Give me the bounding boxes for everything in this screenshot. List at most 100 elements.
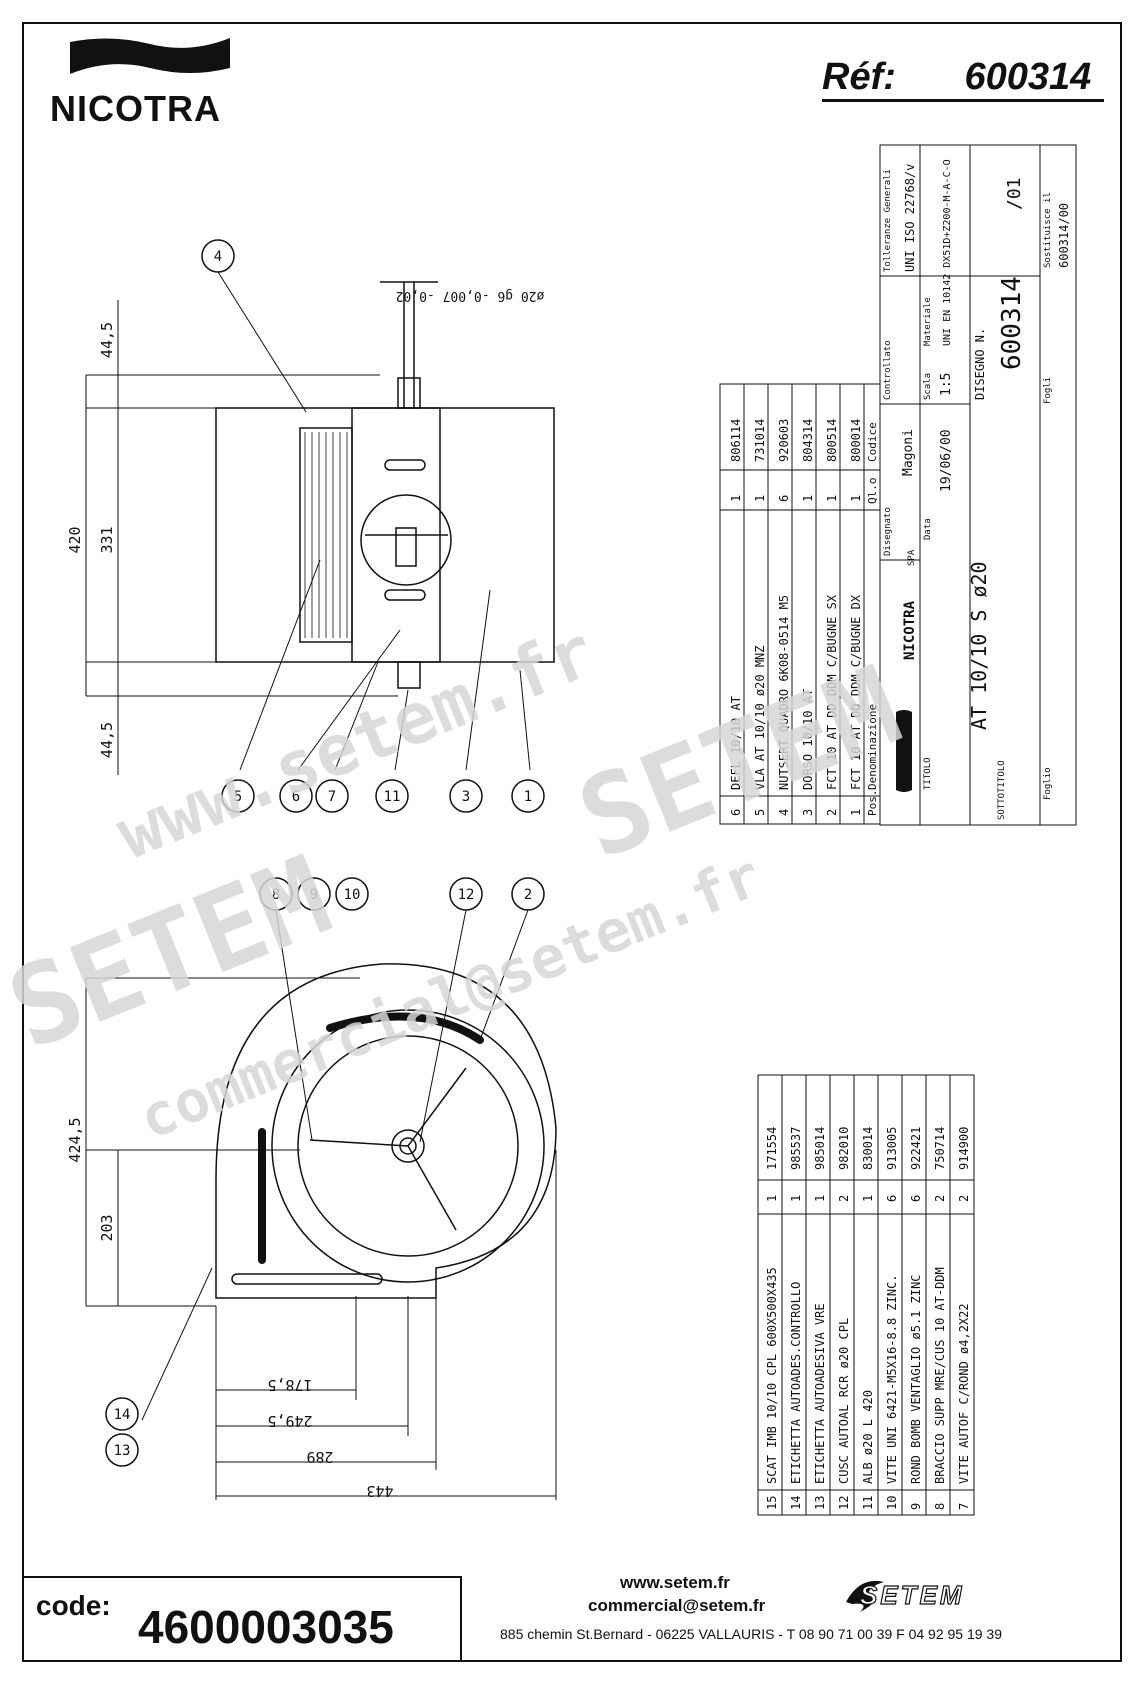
- foglio-label: Foglio: [1043, 767, 1053, 800]
- setem-swirl-icon: [846, 1580, 884, 1612]
- part-code: 920603: [777, 419, 791, 462]
- balloon-11: [375, 779, 409, 813]
- balloon-label: 6: [292, 789, 300, 805]
- setem-logo: SETEM: [859, 1579, 965, 1610]
- titolo-value: AT 10/10 S ø20: [967, 561, 991, 730]
- sostituisce-value: 600314/00: [1057, 203, 1071, 268]
- disegno-label: DISEGNO N.: [973, 328, 987, 400]
- email-link[interactable]: commercial@setem.fr: [588, 1596, 766, 1615]
- part-pos: 5: [753, 809, 767, 816]
- part-pos: 10: [885, 1496, 899, 1510]
- part-code: 800514: [825, 419, 839, 462]
- website-link[interactable]: www.setem.fr: [620, 1573, 730, 1592]
- balloon-label: 2: [524, 887, 532, 903]
- part-pos: 6: [729, 809, 743, 816]
- balloon-2: [511, 877, 545, 911]
- balloon-label: 13: [114, 1443, 131, 1459]
- dim-249-5: 249,5: [267, 1412, 312, 1430]
- part-code: 800014: [849, 419, 863, 462]
- ref-number: 600314: [964, 56, 1092, 98]
- part-name: BRACCIO SUPP MRE/CUS 10 AT-DDM: [933, 1267, 947, 1484]
- balloon-label: 5: [234, 789, 242, 805]
- sostituisce-label: Sostituisce il: [1043, 192, 1053, 268]
- sottotitolo-label: SOTTOTITOLO: [997, 760, 1007, 820]
- part-code: 804314: [801, 419, 815, 462]
- nicotra-logo-icon: [70, 38, 230, 74]
- part-pos: 1: [849, 809, 863, 816]
- titolo-label: TITOLO: [923, 757, 933, 790]
- tolleranze-label: Tolleranze Generali: [883, 169, 893, 272]
- balloon-4: [201, 239, 235, 273]
- part-code: 171554: [765, 1127, 779, 1170]
- balloon-3: [449, 779, 483, 813]
- balloon-8: [259, 877, 293, 911]
- balloon-7: [315, 779, 349, 813]
- balloon-13: [105, 1433, 139, 1467]
- company-name: NICOTRA: [902, 600, 918, 660]
- balloon-label: 7: [328, 789, 336, 805]
- part-qty: 2: [957, 1195, 971, 1202]
- part-code: 750714: [933, 1127, 947, 1170]
- part-name: ALB ø20 L 420: [861, 1390, 875, 1484]
- part-name: VITE UNI 6421-M5X16-8.8 ZINC.: [885, 1274, 899, 1484]
- balloon-label: 4: [214, 249, 222, 265]
- part-pos: 4: [777, 809, 791, 816]
- balloon-label: 11: [384, 789, 401, 805]
- revisione-value: /01: [1004, 177, 1025, 210]
- controllato-label: Controllato: [883, 340, 893, 400]
- part-qty: 1: [813, 1195, 827, 1202]
- dim-424-5: 424,5: [66, 1117, 84, 1162]
- part-name: ETICHETTA AUTOADES.CONTROLLO: [789, 1282, 803, 1484]
- part-qty: 1: [825, 495, 839, 502]
- ref-label: Réf:: [822, 56, 896, 98]
- scala-label: Scala: [923, 373, 933, 400]
- part-name: DORSO 10/10 AT: [801, 689, 815, 790]
- balloon-label: 3: [462, 789, 470, 805]
- disegnato-value: Magoni: [901, 429, 916, 476]
- disegnato-label: Disegnato: [883, 507, 893, 556]
- watermark-url: www.setem.fr: [106, 610, 606, 875]
- part-pos: 13: [813, 1496, 827, 1510]
- materiale-value: UNI EN 10142 DX51D+Z200-M-A-C-O: [942, 159, 953, 346]
- materiale-label: Materiale: [923, 297, 933, 346]
- drawing-frame: [22, 22, 1122, 1662]
- part-name: FCT 10 AT DD DDM C/BUGNE DX: [849, 594, 863, 790]
- col-header: Ql.o: [866, 478, 879, 505]
- code-label: code:: [36, 1590, 111, 1621]
- part-qty: 2: [933, 1195, 947, 1202]
- balloon-label: 14: [114, 1407, 131, 1423]
- detail-circle: [360, 494, 452, 586]
- part-code: 830014: [861, 1127, 875, 1170]
- dim-331: 331: [98, 526, 116, 553]
- part-qty: 1: [729, 495, 743, 502]
- tolleranze-value: UNI ISO 22768/v: [903, 164, 917, 272]
- code-value: 4600003035: [138, 1601, 394, 1653]
- part-qty: 1: [753, 495, 767, 502]
- dim-443: 443: [366, 1482, 393, 1500]
- part-name: FCT 10 AT DD DDM C/BUGNE SX: [825, 594, 839, 790]
- impeller-front: [271, 1009, 545, 1283]
- part-code: 985537: [789, 1127, 803, 1170]
- part-qty: 6: [777, 495, 791, 502]
- balloon-1: [511, 779, 545, 813]
- part-code: 982010: [837, 1127, 851, 1170]
- part-name: ETICHETTA AUTOADESIVA VRE: [813, 1303, 827, 1484]
- brand-name: NICOTRA: [50, 88, 221, 129]
- part-pos: 12: [837, 1496, 851, 1510]
- col-header: Pos.: [866, 790, 879, 817]
- balloon-label: 8: [272, 887, 280, 903]
- part-pos: 9: [909, 1503, 923, 1510]
- address: 885 chemin St.Bernard - 06225 VALLAURIS …: [500, 1626, 1002, 1642]
- balloon-14: [105, 1397, 139, 1431]
- part-name: NUTSERT QUADRO 6K08-0514 M5: [777, 595, 791, 790]
- part-code: 922421: [909, 1127, 923, 1170]
- part-name: SCAT IMB 10/10 CPL 600X500X435: [765, 1267, 779, 1484]
- dim-420: 420: [66, 526, 84, 553]
- balloon-10: [335, 877, 369, 911]
- dim-203: 203: [98, 1214, 116, 1241]
- dim-44-5-top: 44,5: [98, 322, 116, 358]
- balloon-label: 12: [458, 887, 475, 903]
- part-qty: 6: [885, 1195, 899, 1202]
- part-code: 985014: [813, 1127, 827, 1170]
